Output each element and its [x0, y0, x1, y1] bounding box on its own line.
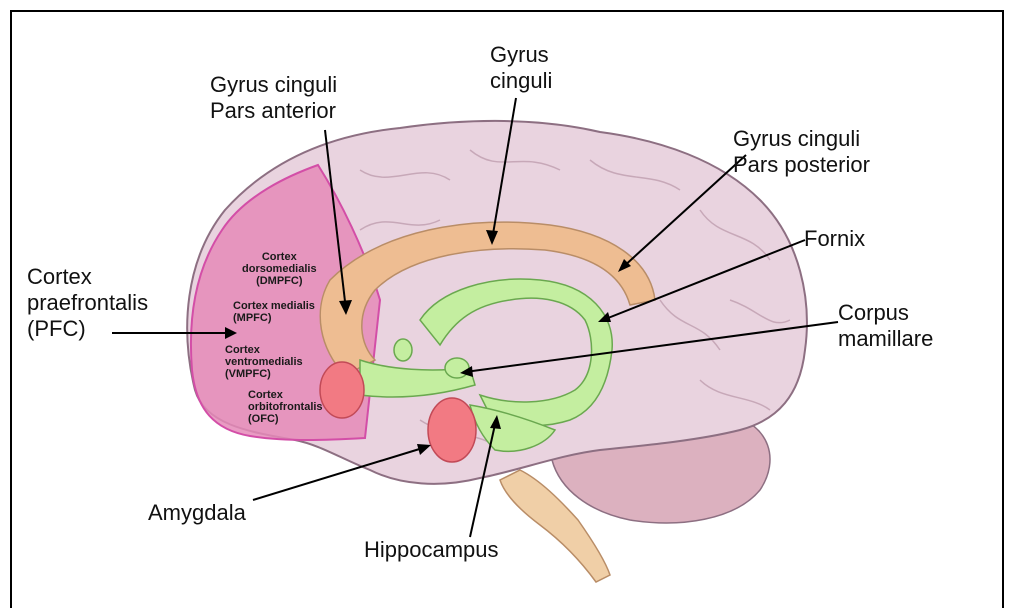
region-dmpfc: Cortex dorsomedialis (DMPFC) [242, 251, 317, 287]
region-mpfc: Cortex medialis (MPFC) [233, 300, 315, 324]
label-gyrus-cinguli-pars-posterior: Gyrus cinguli Pars posterior [733, 126, 870, 178]
label-corpus-mamillare: Corpus mamillare [838, 300, 933, 352]
mamillary-node [445, 358, 469, 378]
label-gyrus-cinguli-pars-anterior: Gyrus cinguli Pars anterior [210, 72, 337, 124]
septal-node [394, 339, 412, 361]
label-amygdala: Amygdala [148, 500, 246, 526]
label-fornix: Fornix [804, 226, 865, 252]
ofc-node [320, 362, 364, 418]
label-hippocampus: Hippocampus [364, 537, 499, 563]
label-cortex-praefrontalis: Cortex praefrontalis (PFC) [27, 264, 148, 342]
region-vmpfc: Cortex ventromedialis (VMPFC) [225, 344, 303, 380]
region-ofc: Cortex orbitofrontalis (OFC) [248, 389, 323, 425]
label-gyrus-cinguli: Gyrus cinguli [490, 42, 552, 94]
amygdala-shape [428, 398, 476, 462]
